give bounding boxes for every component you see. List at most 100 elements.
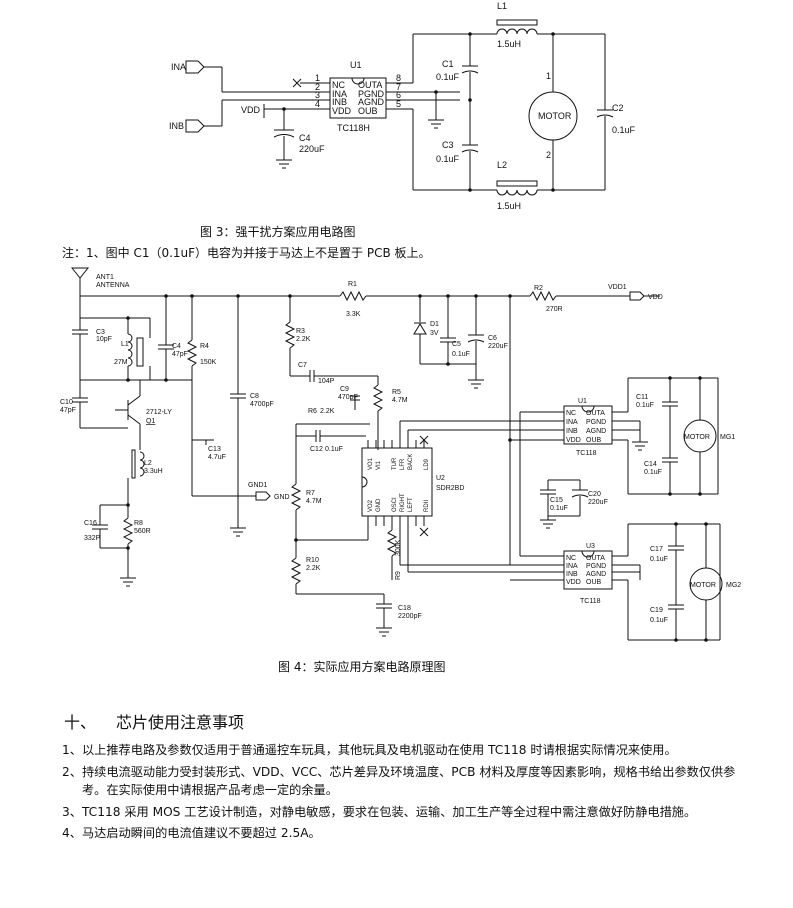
c7-value: 104P xyxy=(318,378,335,385)
list-item-number: 4、 xyxy=(62,826,82,840)
pin-label: INA xyxy=(566,563,578,570)
list-item: 4、 马达启动瞬间的电流值建议不要超过 2.5A。 xyxy=(62,824,752,843)
list-item-text: 持续电流驱动能力受封装形式、VDD、VCC、芯片差异及环境温度、PCB 材料及厚… xyxy=(81,764,736,798)
pin-number: 3 xyxy=(315,90,320,100)
c17-label: C17 xyxy=(650,546,663,553)
c3-label: C3 xyxy=(96,329,105,336)
figure-3-caption: 图 3：强干扰方案应用电路图 xyxy=(200,225,356,239)
c13-label: C13 xyxy=(208,446,221,453)
pin-label: OUB xyxy=(586,437,602,444)
pin-label: INB xyxy=(566,571,578,578)
pin-label: OUTA xyxy=(586,555,605,562)
c6-value: 220uF xyxy=(488,343,508,350)
c20-label: C20 xyxy=(588,491,601,498)
pin-number: 6 xyxy=(396,90,401,100)
c14-value: 0.1uF xyxy=(644,469,662,476)
pin-number: 1 xyxy=(315,73,320,83)
pin-label: NC xyxy=(566,555,576,562)
l1-value: 27M xyxy=(114,359,128,366)
u2-part-label: SDR2BD xyxy=(436,485,464,492)
pin-label: NC xyxy=(566,410,576,417)
fig3-vdd-label: VDD xyxy=(241,105,261,115)
u2-pin-label: LFR xyxy=(400,458,406,470)
c3-label: C3 xyxy=(442,140,454,150)
u1-part-label: TC118 xyxy=(576,450,597,457)
gnd-label: GND xyxy=(274,494,290,501)
list-item-text: 以上推荐电路及参数仅适用于普通遥控车玩具，其他玩具及电机驱动在使用 TC118 … xyxy=(81,743,677,757)
d1-value: 3V xyxy=(430,330,439,337)
c5-value: 0.1uF xyxy=(452,351,470,358)
c3-value: 0.1uF xyxy=(436,154,460,164)
pin-label: INB xyxy=(332,97,347,107)
section-title: 芯片使用注意事项 xyxy=(116,713,245,732)
pin-label: INA xyxy=(566,419,578,426)
r10-label: R10 xyxy=(306,557,319,564)
pin-label: OUTA xyxy=(586,410,605,417)
l2-label: L2 xyxy=(144,460,152,467)
section-number: 十、 xyxy=(64,713,97,732)
pin-number: 4 xyxy=(315,99,320,109)
motor-label: MOTOR xyxy=(538,111,572,121)
list-item: 3、 TC118 采用 MOS 工艺设计制造，对静电敏感，要求在包装、运输、加工… xyxy=(62,803,752,822)
pin-label: VDD xyxy=(566,579,581,586)
pin-number: 7 xyxy=(396,82,401,92)
u1-label: U1 xyxy=(578,398,587,405)
r3-label: R3 xyxy=(296,328,305,335)
pin-label: AGND xyxy=(358,97,385,107)
c1-label: C1 xyxy=(442,59,454,69)
figure-3-schematic: INA INB VDD U1 TC118H NC INA INB VDD OUT… xyxy=(169,1,636,211)
c15-value: 0.1uF xyxy=(550,505,568,512)
ina-connector xyxy=(185,60,205,74)
c3-value: 10pF xyxy=(96,336,112,343)
c12-value: 0.1uF xyxy=(325,446,343,453)
c9-value: 470pF xyxy=(338,394,358,401)
u2-pin-label: RIGHT xyxy=(400,493,406,512)
c5-label: C5 xyxy=(452,341,461,348)
c16-label: C16 xyxy=(84,520,97,527)
mg2-label: MG2 xyxy=(726,582,741,589)
q1-label: Q1 xyxy=(146,418,155,425)
c4-label: C4 xyxy=(172,343,181,350)
mg2-motor-label: MOTOR xyxy=(690,582,716,589)
c10-label: C10 xyxy=(60,399,73,406)
pin-label: OUB xyxy=(358,106,378,116)
u2-pin-label: VO2 xyxy=(368,499,374,512)
c11-value: 0.1uF xyxy=(636,402,654,409)
c6-label: C6 xyxy=(488,335,497,342)
r6-value: 2.2K xyxy=(320,408,335,415)
r2-label: R2 xyxy=(534,285,543,292)
figure-4-schematic: ANT1 ANTENNA R1 3.3K R2 270R VDD1 VDD C3… xyxy=(60,267,741,642)
vdd-label: VDD xyxy=(648,294,663,301)
l1-label: L1 xyxy=(121,341,129,348)
l2-label: L2 xyxy=(497,160,507,170)
pin-label: PGND xyxy=(586,419,606,426)
c8-label: C8 xyxy=(250,393,259,400)
l2-value: 1.5uH xyxy=(497,201,521,211)
r4-value: 150K xyxy=(200,359,217,366)
pin-number: 5 xyxy=(396,99,401,109)
c11-label: C11 xyxy=(636,394,648,401)
inb-connector xyxy=(185,119,205,133)
motor-pin-2: 2 xyxy=(546,150,551,160)
r8-label: R8 xyxy=(134,520,143,527)
r1-label: R1 xyxy=(348,281,357,288)
pin-label: AGND xyxy=(586,428,606,435)
u2-pin-label: VO1 xyxy=(368,457,374,470)
c13-value: 4.7uF xyxy=(208,454,226,461)
list-item: 1、 以上推荐电路及参数仅适用于普通遥控车玩具，其他玩具及电机驱动在使用 TC1… xyxy=(62,741,752,760)
c19-label: C19 xyxy=(650,607,663,614)
pin-label: OUB xyxy=(586,579,602,586)
list-item-number: 2、 xyxy=(62,764,82,779)
pin-number: 2 xyxy=(315,82,320,92)
c8-value: 4700pF xyxy=(250,401,274,408)
r7-label: R7 xyxy=(306,490,315,497)
c20-value: 220uF xyxy=(588,499,608,506)
l1-value: 1.5uH xyxy=(497,39,521,49)
r4-label: R4 xyxy=(200,343,209,350)
u2-label: U2 xyxy=(436,475,445,482)
u2-pin-label: RDII xyxy=(424,500,430,512)
list-item: 2、 持续电流驱动能力受封装形式、VDD、VCC、芯片差异及环境温度、PCB 材… xyxy=(62,763,752,800)
u3-part-label: TC118 xyxy=(580,598,601,605)
c12-label: C12 xyxy=(310,446,323,453)
u2-pin-label: LEFT xyxy=(408,497,414,512)
